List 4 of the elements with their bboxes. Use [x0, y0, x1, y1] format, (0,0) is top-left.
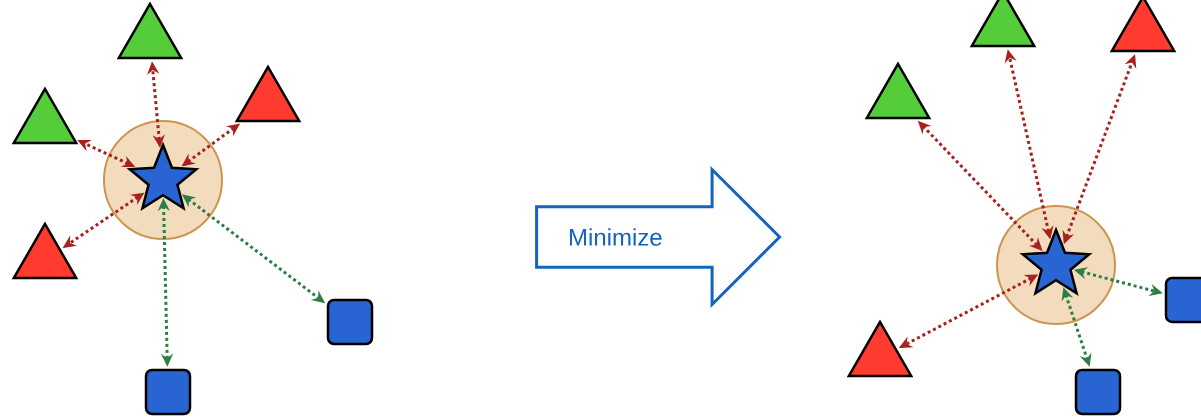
- square-icon: [1074, 368, 1122, 416]
- square-icon: [1164, 276, 1201, 324]
- square-icon: [144, 368, 192, 416]
- square-icon: [326, 298, 374, 346]
